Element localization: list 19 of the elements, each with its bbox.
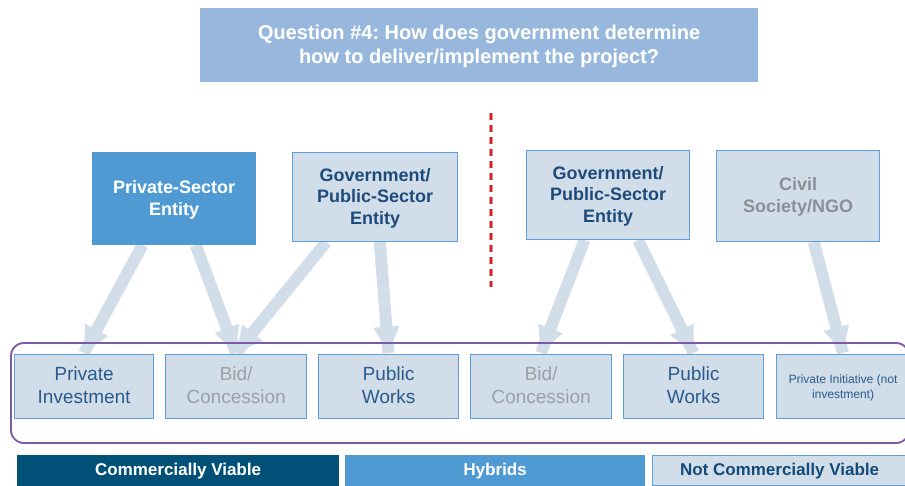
block-arrow — [190, 242, 242, 356]
option-box: Bid/ Concession — [165, 354, 307, 419]
group-frame — [10, 342, 905, 444]
category-bar: Not Commercially Viable — [652, 455, 905, 486]
title-box: Question #4: How does government determine how to deliver/implement the project? — [200, 8, 758, 82]
option-box: Private Initiative (not investment) — [776, 354, 905, 419]
entity-box: Government/ Public-Sector Entity — [292, 152, 458, 242]
option-box: Bid/ Concession — [470, 354, 612, 419]
entity-box: Private-Sector Entity — [92, 152, 256, 245]
option-box: Private Investment — [14, 354, 154, 419]
category-bar: Commercially Viable — [17, 455, 339, 486]
block-arrow — [808, 240, 850, 355]
entity-box: Government/ Public-Sector Entity — [526, 150, 690, 240]
block-arrow — [535, 238, 590, 356]
option-box: Public Works — [623, 354, 764, 419]
category-bar: Hybrids — [345, 455, 645, 486]
option-box: Public Works — [318, 354, 459, 419]
entity-box: Civil Society/NGO — [716, 150, 880, 242]
block-arrow — [373, 242, 400, 354]
